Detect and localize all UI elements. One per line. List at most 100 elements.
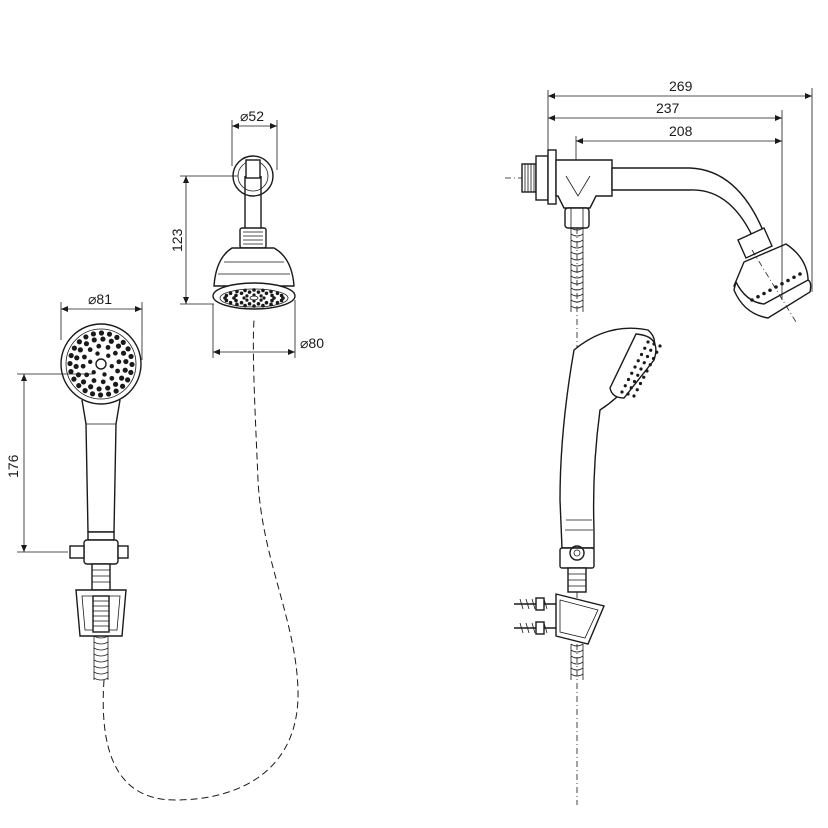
dim-projection-short: 208 — [669, 123, 693, 139]
nozzle-icon — [652, 342, 656, 346]
nozzle-icon — [228, 291, 233, 296]
nozzle-icon — [74, 355, 80, 361]
nozzle-icon — [620, 390, 624, 394]
nozzle-icon — [114, 334, 120, 340]
nozzle-icon — [97, 392, 104, 398]
nozzle-icon — [84, 372, 90, 378]
nozzle-icon — [642, 361, 646, 365]
nozzle-icon — [645, 369, 649, 373]
nozzle-icon — [125, 346, 131, 352]
hose-rib — [570, 239, 584, 243]
nozzle-icon — [83, 341, 90, 347]
nozzle-icon — [247, 302, 252, 306]
dim-projection-total: 269 — [669, 78, 693, 94]
nozzle-icon — [98, 330, 105, 336]
screw-icon — [519, 598, 524, 610]
nozzle-icon — [122, 367, 128, 373]
nozzle-icon — [261, 288, 265, 293]
nozzle-icon — [645, 354, 650, 359]
hose-rib — [570, 299, 584, 303]
nozzle-icon — [234, 293, 238, 298]
dim-head-face-diameter: ⌀80 — [300, 335, 324, 351]
nozzle-icon — [242, 296, 246, 300]
nozzle-icon — [109, 363, 114, 369]
nozzle-icon — [649, 348, 653, 352]
nozzle-icon — [261, 303, 265, 308]
nozzle-icon — [643, 346, 647, 350]
hose-rib — [93, 635, 109, 639]
side-view-assembly — [505, 149, 812, 805]
nozzle-icon — [247, 290, 252, 294]
hose-rib — [570, 245, 584, 249]
nozzle-icon — [264, 291, 269, 296]
hose-rib — [570, 227, 584, 231]
nozzle-icon — [243, 303, 247, 308]
nozzle-icon — [105, 385, 111, 391]
nozzle-icon — [105, 391, 112, 397]
screw-icon — [531, 622, 536, 634]
nozzle-icon — [100, 379, 106, 385]
hose-rib — [93, 671, 109, 675]
nozzle-icon — [71, 376, 77, 382]
hose-rib — [570, 305, 584, 309]
nozzle-icon — [259, 294, 263, 298]
hose-rib — [570, 251, 584, 255]
nozzle-icon — [90, 331, 97, 337]
hose-rib — [93, 665, 109, 669]
dim-hand-shower-diameter: ⌀81 — [88, 291, 112, 307]
nozzle-icon — [245, 294, 249, 298]
nozzle-icon — [102, 372, 107, 377]
nozzle-icon — [128, 369, 134, 376]
hose-rib — [570, 643, 584, 647]
nozzle-icon — [120, 339, 126, 346]
nozzle-icon — [646, 340, 650, 344]
hose-rib — [93, 677, 109, 681]
nozzle-icon — [87, 347, 93, 353]
hand-shower-dimensions: ⌀81 176 — [5, 291, 143, 553]
nozzle-icon — [73, 363, 79, 370]
nozzle-icon — [269, 289, 273, 294]
nozzle-icon — [91, 337, 97, 343]
nozzle-icon — [91, 370, 96, 375]
shower-head-front-view — [212, 155, 296, 310]
nozzle-icon — [239, 300, 244, 305]
nozzle-icon — [232, 296, 236, 300]
hose-rib — [570, 257, 584, 261]
dim-head-height: 123 — [169, 228, 185, 252]
nozzle-icon — [762, 291, 766, 296]
nozzle-icon — [632, 379, 637, 384]
nozzle-icon — [123, 358, 129, 365]
nozzle-icon — [76, 339, 83, 345]
nozzle-icon — [116, 359, 122, 365]
nozzle-icon — [115, 368, 120, 374]
nozzle-icon — [252, 304, 256, 308]
nozzle-icon — [95, 351, 100, 356]
nozzle-icon — [228, 300, 233, 305]
nozzle-icon — [256, 302, 261, 306]
hose-rib — [570, 269, 584, 273]
nozzle-icon — [636, 373, 640, 377]
nozzle-icon — [112, 381, 119, 387]
nozzle-icon — [256, 290, 261, 294]
nozzle-icon — [272, 296, 276, 300]
nozzle-icon — [633, 365, 637, 369]
nozzle-icon — [638, 381, 643, 386]
nozzle-icon — [639, 352, 644, 357]
nozzle-icon — [275, 291, 280, 296]
nozzle-icon — [96, 386, 102, 392]
nozzle-icon — [750, 298, 754, 302]
screw-icon — [519, 622, 524, 634]
nozzle-icon — [68, 368, 74, 375]
nozzle-icon — [76, 382, 82, 389]
nozzle-icon — [115, 343, 122, 349]
hose-rib — [570, 667, 584, 671]
hose-rib — [570, 655, 584, 659]
screw-icon — [525, 598, 530, 610]
hose-rib — [570, 293, 584, 297]
nozzle-icon — [630, 371, 634, 375]
nozzle-icon — [80, 379, 87, 385]
nozzle-icon — [83, 334, 89, 340]
nozzle-icon — [91, 378, 97, 383]
hand-shower-front-view — [60, 323, 142, 681]
nozzle-icon — [275, 300, 280, 305]
